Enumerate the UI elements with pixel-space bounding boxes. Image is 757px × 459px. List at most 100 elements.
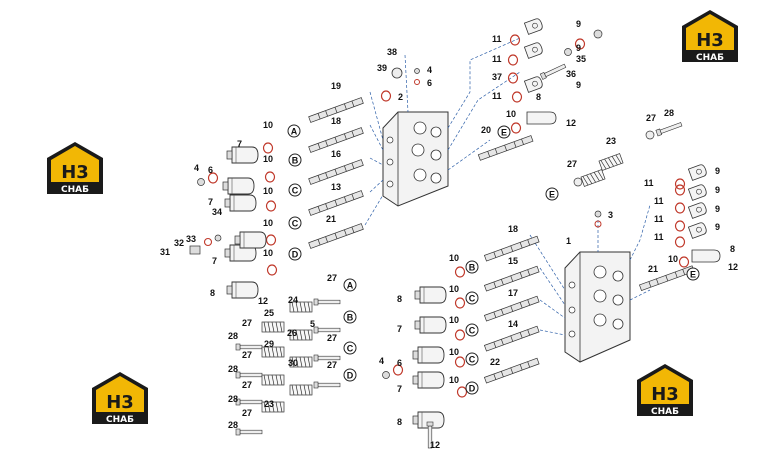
svg-text:11: 11 xyxy=(644,178,654,188)
svg-text:9: 9 xyxy=(576,19,581,29)
circle-C-1: C xyxy=(288,183,302,197)
svg-text:H3: H3 xyxy=(696,30,724,51)
svg-text:25: 25 xyxy=(264,308,274,318)
valve-body-lower xyxy=(564,251,631,363)
svg-text:35: 35 xyxy=(576,54,586,64)
svg-text:7: 7 xyxy=(208,197,213,207)
svg-text:A: A xyxy=(347,281,354,291)
svg-text:13: 13 xyxy=(331,182,341,192)
svg-text:E: E xyxy=(690,270,696,280)
svg-text:30: 30 xyxy=(288,358,298,368)
svg-text:23: 23 xyxy=(264,399,274,409)
svg-text:A: A xyxy=(291,127,298,137)
svg-text:28: 28 xyxy=(228,420,238,430)
svg-text:15: 15 xyxy=(508,256,518,266)
svg-text:9: 9 xyxy=(576,80,581,90)
circle-B-2: B xyxy=(465,260,479,274)
svg-text:D: D xyxy=(469,384,476,394)
svg-text:10: 10 xyxy=(263,248,273,258)
circle-B-1: B xyxy=(288,153,302,167)
svg-text:23: 23 xyxy=(606,136,616,146)
svg-text:СНАБ: СНАБ xyxy=(696,53,724,63)
svg-text:B: B xyxy=(469,263,476,273)
svg-text:31: 31 xyxy=(160,247,170,257)
svg-text:11: 11 xyxy=(492,91,502,101)
svg-text:11: 11 xyxy=(654,232,664,242)
svg-text:8: 8 xyxy=(397,417,402,427)
svg-text:36: 36 xyxy=(566,69,576,79)
svg-text:28: 28 xyxy=(228,331,238,341)
lower-center-assembly xyxy=(382,235,540,449)
svg-text:18: 18 xyxy=(508,224,518,234)
logo-bottom-left: H3 СНАБ xyxy=(92,372,148,425)
svg-text:E: E xyxy=(549,190,555,200)
circle-D-3: D xyxy=(343,368,357,382)
svg-text:10: 10 xyxy=(263,120,273,130)
svg-text:7: 7 xyxy=(237,139,242,149)
svg-text:7: 7 xyxy=(397,324,402,334)
svg-text:21: 21 xyxy=(326,214,336,224)
svg-text:7: 7 xyxy=(397,384,402,394)
svg-text:11: 11 xyxy=(492,54,502,64)
svg-text:9: 9 xyxy=(715,204,720,214)
svg-text:11: 11 xyxy=(654,214,664,224)
svg-text:D: D xyxy=(347,371,354,381)
svg-text:C: C xyxy=(347,344,354,354)
circle-C-3: C xyxy=(465,291,479,305)
svg-text:4: 4 xyxy=(379,356,384,366)
svg-text:20: 20 xyxy=(481,125,491,135)
svg-text:10: 10 xyxy=(449,347,459,357)
svg-text:СНАБ: СНАБ xyxy=(61,185,89,195)
svg-text:24: 24 xyxy=(288,295,298,305)
circle-D-1: D xyxy=(288,247,302,261)
svg-text:14: 14 xyxy=(508,319,518,329)
svg-text:16: 16 xyxy=(331,149,341,159)
svg-text:8: 8 xyxy=(397,294,402,304)
svg-text:37: 37 xyxy=(492,72,502,82)
upper-right-caps xyxy=(507,17,603,134)
svg-text:18: 18 xyxy=(331,116,341,126)
circle-E-1: E xyxy=(497,125,511,139)
svg-text:10: 10 xyxy=(449,375,459,385)
svg-text:10: 10 xyxy=(449,315,459,325)
svg-text:34: 34 xyxy=(212,207,222,217)
svg-text:C: C xyxy=(469,326,476,336)
svg-text:39: 39 xyxy=(377,63,387,73)
svg-text:11: 11 xyxy=(654,196,664,206)
svg-text:8: 8 xyxy=(210,288,215,298)
circle-C-6: C xyxy=(343,341,357,355)
svg-text:27: 27 xyxy=(242,318,252,328)
svg-text:C: C xyxy=(292,186,299,196)
circle-B-3: B xyxy=(343,310,357,324)
svg-text:27: 27 xyxy=(327,333,337,343)
circle-A-1: A xyxy=(287,124,301,138)
svg-text:10: 10 xyxy=(668,254,678,264)
svg-text:29: 29 xyxy=(264,339,274,349)
circle-E-2: E xyxy=(545,187,559,201)
svg-text:4: 4 xyxy=(194,163,199,173)
svg-text:33: 33 xyxy=(186,234,196,244)
svg-text:D: D xyxy=(292,250,299,260)
svg-text:10: 10 xyxy=(449,253,459,263)
svg-text:12: 12 xyxy=(566,118,576,128)
leader-lines xyxy=(364,37,651,336)
svg-text:3: 3 xyxy=(608,210,613,220)
svg-text:27: 27 xyxy=(242,380,252,390)
svg-text:8: 8 xyxy=(730,244,735,254)
svg-text:6: 6 xyxy=(427,78,432,88)
svg-text:4: 4 xyxy=(427,65,432,75)
circle-D-2: D xyxy=(465,381,479,395)
svg-text:1: 1 xyxy=(566,236,571,246)
svg-text:26: 26 xyxy=(287,328,297,338)
svg-text:6: 6 xyxy=(208,165,213,175)
svg-text:8: 8 xyxy=(536,92,541,102)
circle-E-3: E xyxy=(686,267,700,281)
svg-text:17: 17 xyxy=(508,288,518,298)
part-labels: 38 39 4 6 2 19 18 16 13 21 10 10 10 10 1… xyxy=(160,19,738,450)
svg-text:9: 9 xyxy=(576,43,581,53)
svg-text:C: C xyxy=(469,355,476,365)
logo-bottom-right: H3 СНАБ xyxy=(637,364,693,417)
svg-text:10: 10 xyxy=(263,186,273,196)
svg-text:27: 27 xyxy=(242,408,252,418)
